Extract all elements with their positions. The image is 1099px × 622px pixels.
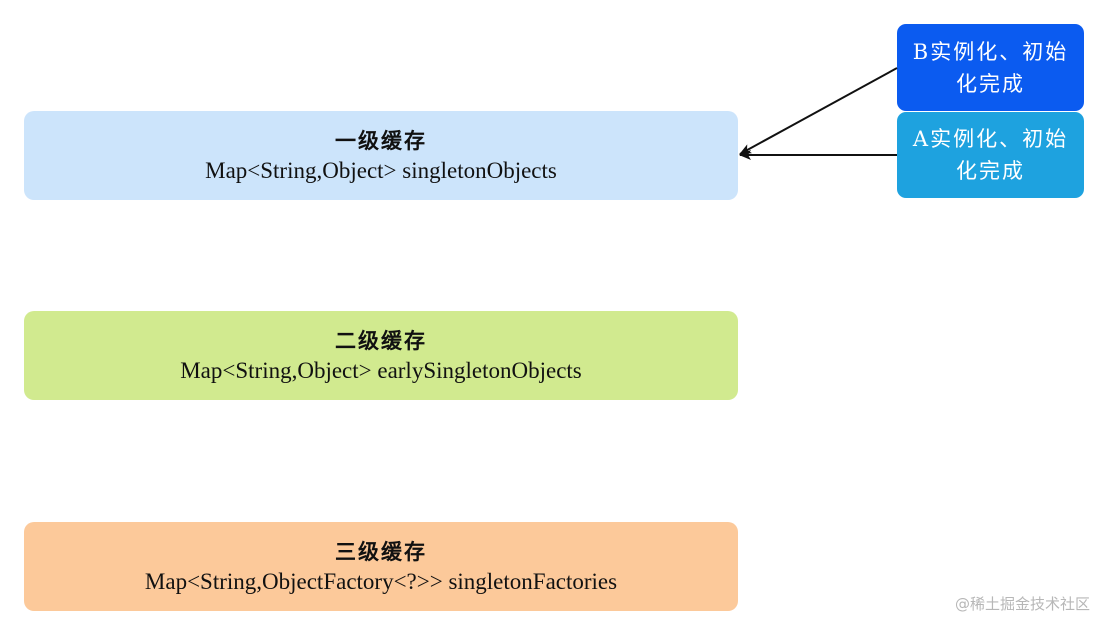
level-3-cache-box: 三级缓存 Map<String,ObjectFactory<?>> single… bbox=[24, 522, 738, 611]
level-2-cache-title: 二级缓存 bbox=[335, 327, 427, 353]
watermark: @稀土掘金技术社区 bbox=[954, 595, 1090, 613]
level-1-cache-title: 一级缓存 bbox=[335, 127, 427, 153]
level-2-cache-code: Map<String,Object> earlySingletonObjects bbox=[180, 357, 582, 383]
arrow-b-to-level-1 bbox=[739, 67, 898, 155]
level-3-cache-code: Map<String,ObjectFactory<?>> singletonFa… bbox=[144, 568, 618, 594]
level-3-cache-title: 三级缓存 bbox=[335, 538, 427, 564]
bean-b-state-label: B实例化、初始化完成 bbox=[912, 39, 1069, 96]
bean-a-state-label: A实例化、初始化完成 bbox=[912, 127, 1069, 183]
bean-a-state-box: A实例化、初始化完成 bbox=[897, 112, 1084, 198]
level-1-cache-box: 一级缓存 Map<String,Object> singletonObjects bbox=[24, 111, 738, 200]
bean-b-state-box: B实例化、初始化完成 bbox=[897, 24, 1084, 111]
level-2-cache-box: 二级缓存 Map<String,Object> earlySingletonOb… bbox=[24, 311, 738, 400]
level-1-cache-code: Map<String,Object> singletonObjects bbox=[205, 157, 557, 183]
